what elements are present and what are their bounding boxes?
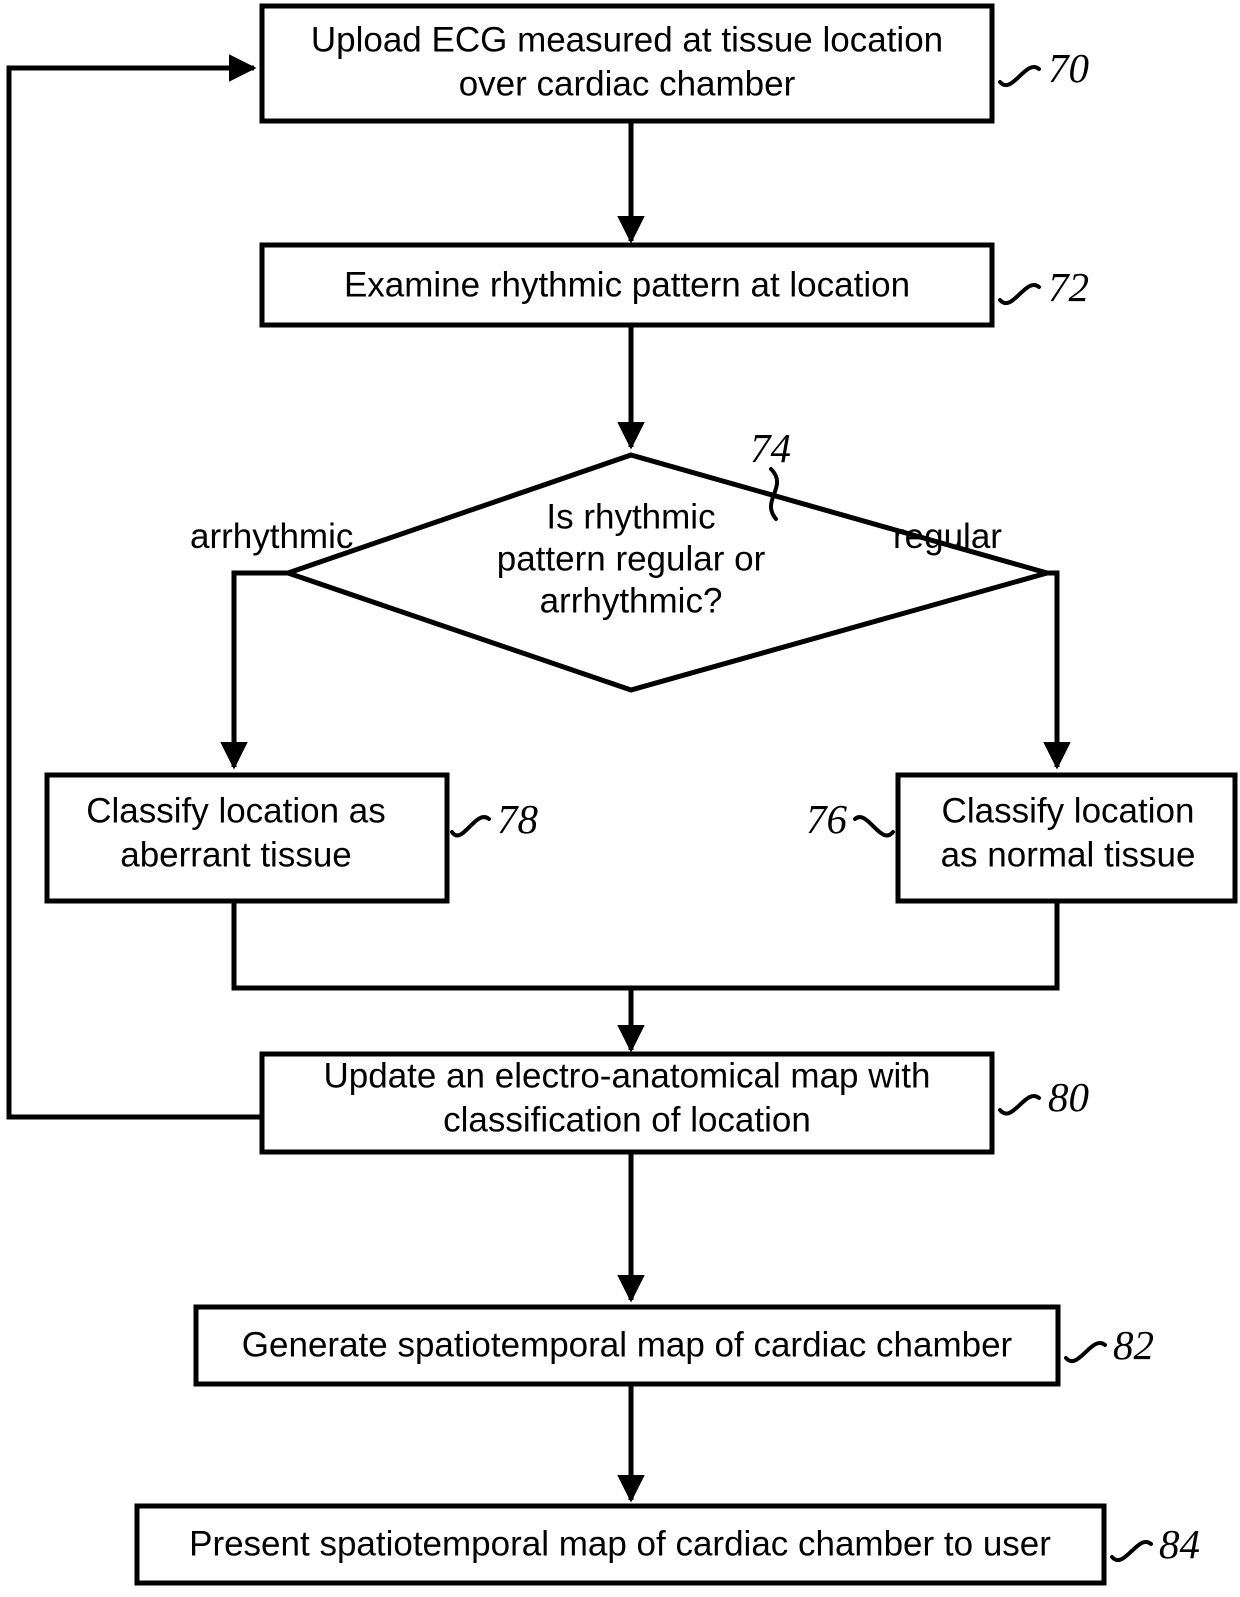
connector-74-to-78	[220, 570, 288, 770]
node-70-line-1: Upload ECG measured at tissue location	[311, 20, 943, 59]
connector-74-to-76	[1043, 570, 1071, 770]
node-84[interactable]: Present spatiotemporal map of cardiac ch…	[134, 1503, 1107, 1586]
node-74-line-1: Is rhythmic	[546, 497, 715, 536]
node-80[interactable]: Update an electro-anatomical map with cl…	[259, 1051, 995, 1155]
node-76-line-2: as normal tissue	[941, 835, 1196, 874]
node-78[interactable]: Classify location as aberrant tissue	[44, 772, 450, 904]
connector-78-to-merge	[231, 901, 631, 991]
node-84-line-1: Present spatiotemporal map of cardiac ch…	[189, 1524, 1051, 1563]
node-82-box[interactable]	[193, 1304, 1061, 1387]
leader-line-78	[450, 815, 491, 838]
ref-number-70: 70	[1048, 45, 1089, 91]
node-78-box[interactable]	[44, 772, 450, 904]
node-82-line-1: Generate spatiotemporal map of cardiac c…	[242, 1325, 1013, 1364]
node-76-line-1: Classify location	[942, 791, 1195, 830]
ref-number-72: 72	[1048, 264, 1089, 310]
ref-number-82: 82	[1113, 1322, 1154, 1368]
connector-feedback-loop	[6, 54, 262, 1120]
node-78-line-2: aberrant tissue	[120, 835, 352, 874]
node-76-box[interactable]	[895, 772, 1238, 904]
ref-number-76: 76	[806, 796, 848, 842]
node-74-line-2: pattern regular or	[497, 539, 766, 578]
leader-line-70	[998, 65, 1041, 87]
leader-line-72	[998, 283, 1041, 305]
connector-76-to-merge	[631, 901, 1060, 991]
node-70-line-2: over cardiac chamber	[459, 64, 796, 103]
node-76[interactable]: Classify location as normal tissue	[895, 772, 1238, 904]
leader-line-74	[769, 467, 779, 521]
node-80-box[interactable]	[259, 1051, 995, 1155]
ref-number-80: 80	[1048, 1074, 1089, 1120]
node-72-box[interactable]	[259, 242, 995, 328]
node-72-line-1: Examine rhythmic pattern at location	[344, 265, 910, 304]
node-84-box[interactable]	[134, 1503, 1107, 1586]
leader-line-80	[998, 1094, 1041, 1116]
node-74[interactable]: Is rhythmic pattern regular or arrhythmi…	[280, 452, 1057, 693]
node-74-diamond[interactable]	[280, 452, 1057, 693]
ref-number-84: 84	[1159, 1521, 1200, 1567]
branch-label-regular: regular	[893, 517, 1002, 556]
ref-number-74: 74	[750, 425, 791, 471]
leader-line-82	[1064, 1341, 1107, 1363]
node-74-line-3: arrhythmic?	[540, 581, 723, 620]
leader-line-84	[1110, 1540, 1153, 1562]
node-80-line-1: Update an electro-anatomical map with	[324, 1056, 931, 1095]
node-70-box[interactable]	[259, 3, 995, 124]
node-72[interactable]: Examine rhythmic pattern at location	[259, 242, 995, 328]
branch-label-arrhythmic: arrhythmic	[190, 517, 353, 556]
node-78-line-1: Classify location as	[86, 791, 386, 830]
ref-number-78: 78	[497, 796, 539, 842]
node-70[interactable]: Upload ECG measured at tissue location o…	[259, 3, 995, 124]
node-82[interactable]: Generate spatiotemporal map of cardiac c…	[193, 1304, 1061, 1387]
node-80-line-2: classification of location	[443, 1100, 811, 1139]
leader-line-76	[853, 815, 895, 838]
